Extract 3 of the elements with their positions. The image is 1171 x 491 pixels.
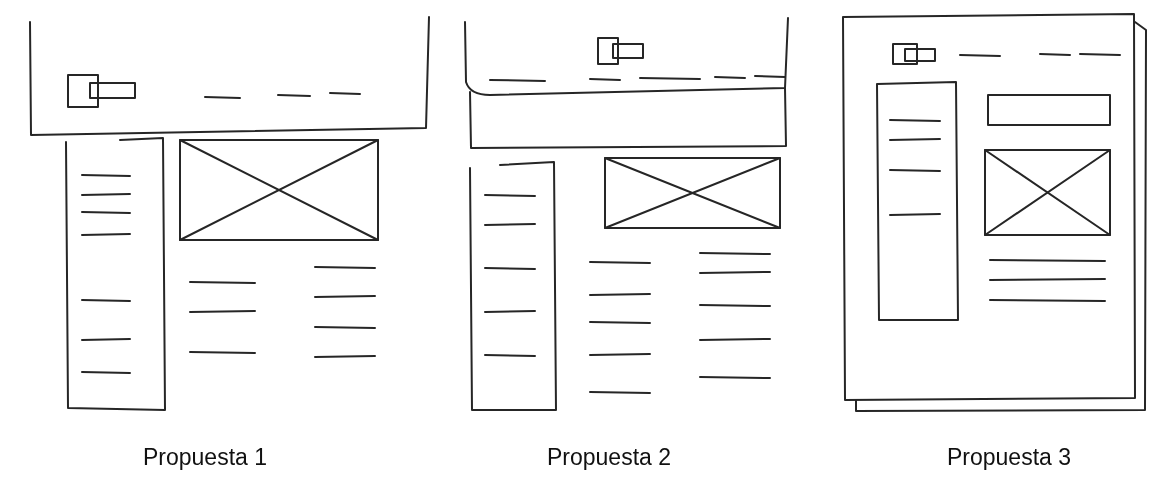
proposal-caption: Propuesta 3	[946, 444, 1072, 471]
proposal-caption: Propuesta 2	[546, 444, 672, 471]
proposal-caption: Propuesta 1	[142, 444, 268, 471]
